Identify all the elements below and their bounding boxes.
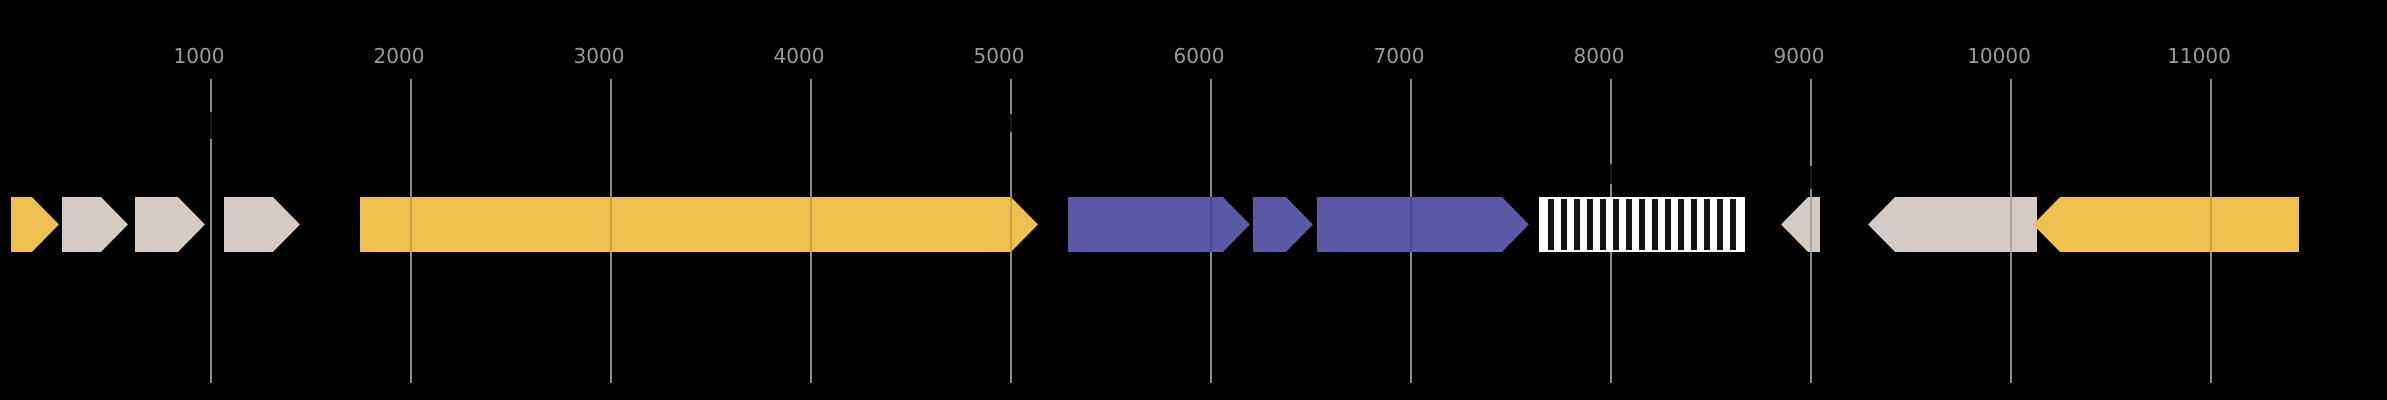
- gridline-overlay: [1210, 197, 1212, 252]
- gridline-label-smudge: [1609, 164, 1613, 184]
- tick-label: 9000: [1773, 44, 1825, 68]
- gridline-overlay: [610, 197, 612, 252]
- tick-label: 6000: [1173, 44, 1225, 68]
- gridline-overlay: [2210, 197, 2212, 252]
- tick-label: 1000: [173, 44, 225, 68]
- gridline-overlay: [1010, 197, 1012, 252]
- gene-arrow-left: [2033, 197, 2299, 252]
- tick-label: 4000: [773, 44, 825, 68]
- gridline-label-smudge: [209, 112, 213, 139]
- gene-arrow-left: [1868, 197, 2037, 252]
- striped-box-feature: [1539, 197, 1745, 252]
- tick-label: 2000: [373, 44, 425, 68]
- tick-label: 3000: [573, 44, 625, 68]
- tick-label: 5000: [973, 44, 1025, 68]
- tick-label: 10000: [1967, 44, 2031, 68]
- gridline: [210, 79, 212, 383]
- gridline-overlay: [1810, 197, 1812, 252]
- gridline-overlay: [410, 197, 412, 252]
- tick-label: 8000: [1573, 44, 1625, 68]
- gridline-overlay: [2010, 197, 2012, 252]
- gene-arrow-right: [360, 197, 1038, 252]
- gridline-label-smudge: [1009, 114, 1013, 132]
- gene-arrow-right: [1317, 197, 1529, 252]
- gridline-overlay: [810, 197, 812, 252]
- gridline-overlay: [1410, 197, 1412, 252]
- tick-label: 7000: [1373, 44, 1425, 68]
- gene-arrow-right: [1068, 197, 1250, 252]
- gridline-label-smudge: [1809, 166, 1813, 189]
- tick-label: 11000: [2167, 44, 2231, 68]
